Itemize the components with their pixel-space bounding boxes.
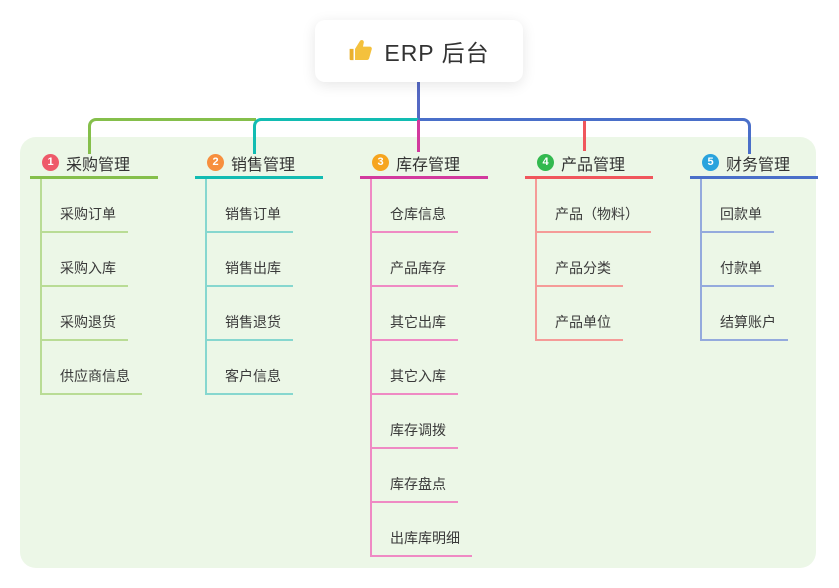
child-node[interactable]: 其它入库 — [372, 341, 458, 395]
root-title: ERP 后台 — [384, 40, 490, 66]
branch-2: 2 销售管理销售订单销售出库销售退货客户信息 — [195, 149, 365, 395]
child-node[interactable]: 结算账户 — [702, 287, 788, 341]
child-node[interactable]: 出库库明细 — [372, 503, 472, 557]
child-node[interactable]: 产品库存 — [372, 233, 458, 287]
thumbs-up-icon — [348, 38, 374, 64]
branch-label: 产品管理 — [561, 156, 626, 174]
connector-root-drop — [417, 82, 420, 119]
branches-panel — [20, 137, 816, 568]
branch-children: 仓库信息产品库存其它出库其它入库库存调拨库存盘点出库库明细 — [370, 179, 530, 557]
child-node[interactable]: 销售出库 — [207, 233, 293, 287]
branch-number-badge: 5 — [702, 154, 719, 171]
child-node[interactable]: 销售退货 — [207, 287, 293, 341]
branch-4: 4 产品管理产品（物料）产品分类产品单位 — [525, 149, 695, 341]
branch-number-badge: 4 — [537, 154, 554, 171]
branch-label: 采购管理 — [66, 156, 131, 174]
branch-children: 采购订单采购入库采购退货供应商信息 — [40, 179, 200, 395]
connector-branch1-elbow — [88, 118, 256, 154]
branch-1: 1 采购管理采购订单采购入库采购退货供应商信息 — [30, 149, 200, 395]
branch-header-1[interactable]: 1 采购管理 — [30, 149, 158, 179]
branch-header-2[interactable]: 2 销售管理 — [195, 149, 323, 179]
branch-number-badge: 2 — [207, 154, 224, 171]
connector-branch2-elbow — [253, 118, 421, 154]
child-node[interactable]: 供应商信息 — [42, 341, 142, 395]
child-node[interactable]: 库存盘点 — [372, 449, 458, 503]
child-node[interactable]: 仓库信息 — [372, 179, 458, 233]
connector-branch5-elbow — [418, 118, 751, 154]
branch-children: 回款单付款单结算账户 — [700, 179, 839, 341]
child-node[interactable]: 销售订单 — [207, 179, 293, 233]
child-node[interactable]: 产品分类 — [537, 233, 623, 287]
branch-label: 财务管理 — [726, 156, 791, 174]
child-node[interactable]: 采购入库 — [42, 233, 128, 287]
branch-children: 产品（物料）产品分类产品单位 — [535, 179, 695, 341]
root-node[interactable]: ERP 后台 — [315, 20, 523, 82]
connector-branch3-drop — [417, 120, 420, 152]
child-node[interactable]: 库存调拨 — [372, 395, 458, 449]
branch-header-5[interactable]: 5 财务管理 — [690, 149, 818, 179]
branch-label: 库存管理 — [396, 156, 461, 174]
child-node[interactable]: 付款单 — [702, 233, 774, 287]
branch-number-badge: 1 — [42, 154, 59, 171]
branch-children: 销售订单销售出库销售退货客户信息 — [205, 179, 365, 395]
connector-branch4-drop — [583, 121, 586, 151]
child-node[interactable]: 采购订单 — [42, 179, 128, 233]
branch-label: 销售管理 — [231, 156, 296, 174]
branch-5: 5 财务管理回款单付款单结算账户 — [690, 149, 839, 341]
child-node[interactable]: 采购退货 — [42, 287, 128, 341]
child-node[interactable]: 其它出库 — [372, 287, 458, 341]
branch-3: 3 库存管理仓库信息产品库存其它出库其它入库库存调拨库存盘点出库库明细 — [360, 149, 530, 557]
child-node[interactable]: 客户信息 — [207, 341, 293, 395]
branch-header-4[interactable]: 4 产品管理 — [525, 149, 653, 179]
branch-header-3[interactable]: 3 库存管理 — [360, 149, 488, 179]
child-node[interactable]: 产品（物料） — [537, 179, 651, 233]
child-node[interactable]: 回款单 — [702, 179, 774, 233]
child-node[interactable]: 产品单位 — [537, 287, 623, 341]
branch-number-badge: 3 — [372, 154, 389, 171]
